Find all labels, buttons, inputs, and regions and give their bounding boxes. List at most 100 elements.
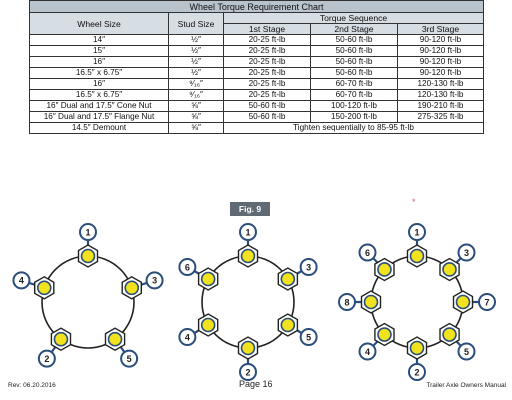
stud-icon	[53, 331, 69, 347]
lug-nut: 3	[277, 258, 318, 291]
stud-icon	[377, 327, 392, 342]
cell-stage-3: 90-120 ft-lb	[397, 67, 484, 79]
lug-nut: 2	[237, 336, 259, 381]
lug-nut: 6	[178, 258, 219, 291]
lug-nut: 1	[406, 223, 428, 268]
header-stage-2: 2nd Stage	[310, 23, 398, 35]
cell-stage-2: 50-60 ft-lb	[310, 45, 398, 57]
cell-stage-1: 50-60 ft-lb	[223, 100, 311, 112]
cell-stud-size: ½″	[168, 67, 224, 79]
cell-stage-2: 50-60 ft-lb	[310, 67, 398, 79]
sequence-number: 3	[464, 248, 469, 258]
sequence-number: 5	[464, 347, 469, 357]
sequence-badge	[338, 293, 356, 311]
lug-nut: 1	[237, 223, 259, 268]
stud-icon	[36, 280, 52, 296]
lug-nut: 5	[104, 327, 139, 368]
cell-stud-size: ½″	[168, 34, 224, 46]
stud-icon	[409, 248, 425, 264]
sequence-number: 1	[245, 227, 250, 237]
sequence-number: 6	[365, 248, 370, 258]
cell-wheel-size: 15″	[29, 45, 169, 57]
sequence-badge	[145, 271, 164, 290]
sequence-number: 3	[306, 262, 311, 272]
cell-stage-1: 20-25 ft-lb	[223, 34, 311, 46]
sequence-badge	[478, 293, 496, 311]
cell-stage-2: 150-200 ft-lb	[310, 111, 398, 123]
lug-nut: 1	[77, 223, 99, 268]
sequence-number: 2	[414, 367, 419, 377]
cell-stage-3: 120-130 ft-lb	[397, 89, 484, 101]
cell-stud-size: ½″	[168, 56, 224, 68]
cell-stage-2: 50-60 ft-lb	[310, 56, 398, 68]
stud-icon	[377, 262, 392, 277]
cell-wheel-size: 16″ Dual and 17.5″ Cone Nut	[29, 100, 169, 112]
sequence-badge	[457, 243, 476, 262]
cell-wheel-size: 16.5″ x 6.75″	[29, 89, 169, 101]
sequence-badge	[299, 328, 318, 346]
cell-stud-size: ⅝″	[168, 122, 224, 134]
sequence-number: 1	[414, 227, 419, 237]
lug-nut: 7	[452, 290, 496, 314]
stud-icon	[124, 280, 140, 296]
header-stage-1: 1st Stage	[223, 23, 311, 35]
sequence-number: 8	[344, 297, 349, 307]
stud-icon	[280, 317, 296, 333]
cell-stage-3: 275-325 ft-lb	[397, 111, 484, 123]
cell-stud-size: ½″	[168, 45, 224, 57]
cell-demount-note: Tighten sequentially to 85-95 ft-lb	[223, 122, 484, 134]
asterisk-mark: *	[412, 197, 416, 207]
sequence-number: 5	[127, 354, 132, 364]
lug-nut: 2	[406, 336, 428, 381]
lug-nut: 5	[277, 313, 318, 346]
cell-stage-1: 20-25 ft-lb	[223, 45, 311, 57]
cell-stage-2: 60-70 ft-lb	[310, 78, 398, 90]
cell-stage-2: 100-120 ft-lb	[310, 100, 398, 112]
cell-stage-1: 50-60 ft-lb	[223, 111, 311, 123]
sequence-number: 7	[484, 297, 489, 307]
cell-stage-2: 50-60 ft-lb	[310, 34, 398, 46]
sequence-badge	[239, 223, 257, 241]
sequence-number: 2	[245, 367, 250, 377]
stud-icon	[442, 327, 457, 342]
cell-stud-size: ⅝″	[168, 111, 224, 123]
cell-wheel-size: 16″ Dual and 17.5″ Flange Nut	[29, 111, 169, 123]
cell-stage-3: 90-120 ft-lb	[397, 45, 484, 57]
sequence-badge	[178, 258, 197, 276]
cell-stage-1: 20-25 ft-lb	[223, 56, 311, 68]
lug-nut: 3	[121, 271, 164, 300]
sequence-badge	[37, 349, 56, 368]
stud-icon	[409, 340, 425, 356]
sequence-badge	[408, 363, 426, 381]
sequence-number: 4	[19, 276, 24, 286]
table-row-demount: 14.5″ Demount ⅝″ Tighten sequentially to…	[29, 122, 484, 134]
header-wheel-size: Wheel Size	[29, 12, 169, 35]
sequence-number: 5	[306, 332, 311, 342]
wheel-rim	[201, 255, 295, 349]
page-number: Page 16	[239, 379, 273, 389]
stud-icon	[280, 271, 296, 287]
torque-table: Wheel Torque Requirement Chart Wheel Siz…	[29, 0, 484, 134]
header-stud-size: Stud Size	[168, 12, 224, 35]
lug-nut: 8	[338, 290, 382, 314]
sequence-badge	[457, 342, 476, 361]
stud-icon	[200, 317, 216, 333]
stud-icon	[80, 248, 96, 264]
cell-wheel-size: 14″	[29, 34, 169, 46]
cell-stage-1: 20-25 ft-lb	[223, 67, 311, 79]
sequence-badge	[239, 363, 257, 381]
stud-icon	[363, 294, 379, 310]
stud-icon	[240, 340, 256, 356]
sequence-number: 3	[152, 276, 157, 286]
lug-nut: 4	[178, 313, 219, 346]
stud-icon	[442, 262, 457, 277]
